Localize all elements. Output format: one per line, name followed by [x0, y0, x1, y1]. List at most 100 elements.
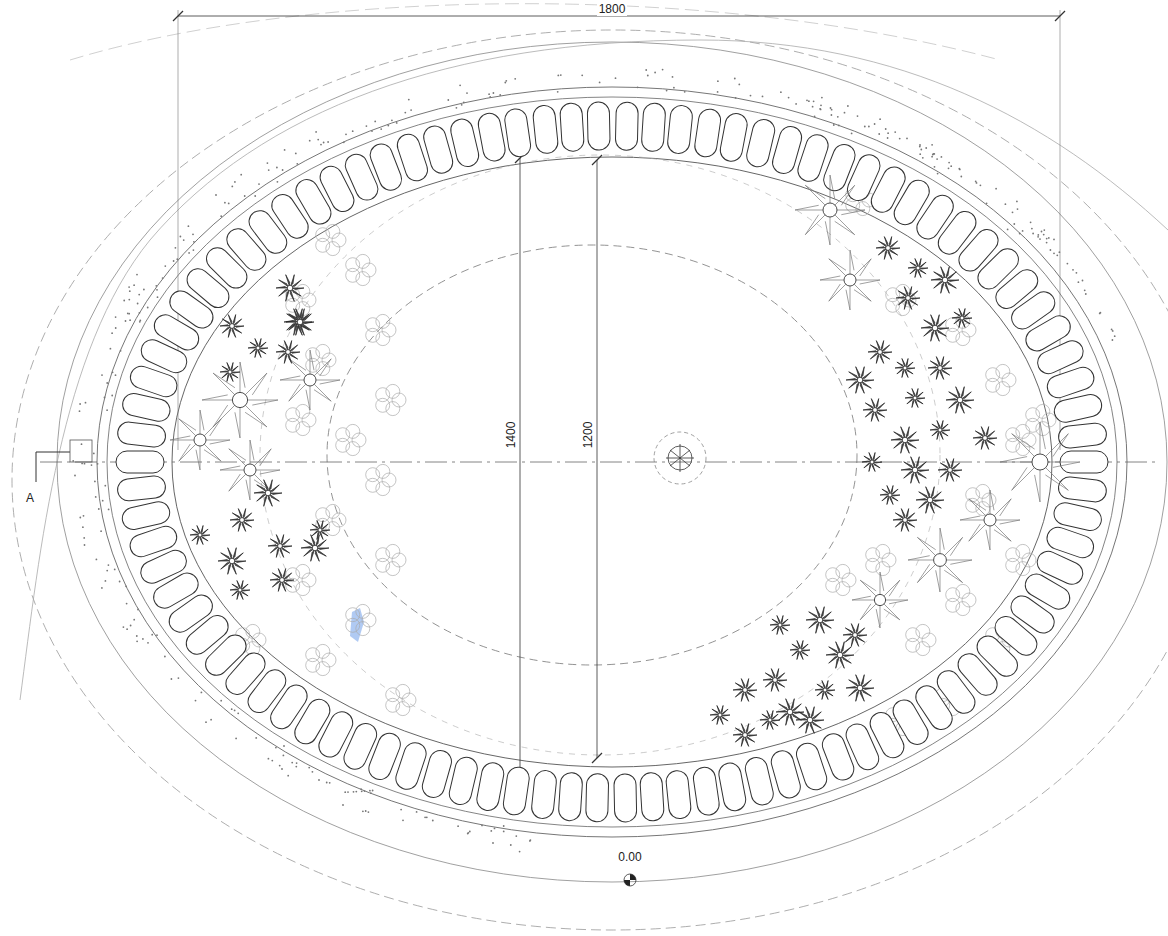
gravel-dot	[637, 86, 639, 88]
seat-block	[116, 451, 164, 473]
gravel-dot	[494, 828, 496, 830]
seat-block	[615, 102, 638, 150]
gravel-dot	[400, 809, 402, 811]
flower-centre	[229, 558, 235, 564]
flower-centre	[932, 325, 938, 331]
leaf	[286, 568, 300, 582]
petal	[946, 387, 974, 414]
gravel-dot	[717, 91, 719, 93]
gravel-dot	[1084, 289, 1086, 291]
petal	[733, 724, 757, 747]
flower-symbol	[710, 706, 730, 725]
flower-symbol	[895, 359, 915, 378]
gravel-dot	[931, 144, 933, 146]
dimension-tick	[592, 753, 602, 763]
flower-symbol	[218, 548, 246, 575]
leaf	[1036, 422, 1050, 436]
gravel-dot	[279, 765, 281, 767]
gravel-dot	[281, 768, 283, 770]
leaf	[1006, 548, 1020, 562]
gravel-dot	[342, 804, 344, 806]
gravel-dot	[795, 103, 797, 105]
leaf	[326, 224, 340, 238]
gravel-dot	[504, 82, 506, 84]
gravel-dot	[93, 453, 95, 455]
gravel-dot	[228, 203, 230, 205]
leaf	[886, 298, 900, 312]
gravel-dot	[503, 831, 505, 833]
gravel-dot	[1053, 252, 1055, 254]
gravel-dot	[735, 97, 737, 99]
gravel-dot	[1082, 280, 1084, 282]
gravel-dot	[416, 811, 418, 813]
leaf	[296, 284, 310, 298]
flower-symbol	[931, 267, 959, 294]
petal	[973, 427, 997, 450]
seat-block	[449, 117, 481, 169]
gravel-dot	[267, 162, 269, 164]
gravel-dot	[380, 128, 382, 130]
gravel-dot	[115, 327, 117, 329]
leaf	[376, 398, 390, 412]
leaf	[906, 638, 920, 652]
gravel-dot	[277, 181, 279, 183]
flower-centre	[916, 266, 920, 270]
gravel-dot	[831, 114, 833, 116]
gravel-dot	[315, 131, 317, 133]
gravel-dot	[81, 463, 83, 465]
gravel-dot	[1112, 330, 1114, 332]
leaf	[386, 544, 400, 558]
flower-symbol	[846, 675, 874, 702]
leaf	[366, 318, 380, 332]
petal	[310, 521, 330, 540]
gravel-dot	[717, 80, 719, 82]
gravel-dot	[461, 104, 463, 106]
leaf	[1006, 558, 1020, 572]
petal	[790, 641, 810, 660]
gravel-dot	[1059, 251, 1061, 253]
leaf	[316, 228, 330, 242]
flower-symbol	[254, 480, 282, 507]
gravel-dot	[123, 626, 125, 628]
leaf	[306, 658, 320, 672]
gravel-dot	[919, 144, 921, 146]
seat-block	[1057, 476, 1107, 503]
gravel-dot	[234, 710, 236, 712]
seat-block	[692, 766, 721, 817]
flower-symbol	[220, 315, 244, 338]
leaf	[386, 698, 400, 712]
seat-block	[116, 421, 166, 448]
flower-centre	[938, 428, 942, 432]
flower-centre	[844, 274, 856, 286]
flower-centre	[888, 493, 892, 497]
flower-symbol	[928, 357, 952, 380]
leaf	[386, 402, 400, 416]
flower-centre	[942, 277, 948, 283]
groundcover	[286, 404, 316, 435]
gravel-dot	[492, 842, 494, 844]
gravel-dot	[183, 239, 185, 241]
gravel-dot	[396, 122, 398, 124]
gravel-dot	[615, 77, 617, 79]
seat-block	[120, 500, 172, 532]
leaf	[966, 498, 980, 512]
gravel-dot	[654, 72, 656, 74]
gravel-dot	[129, 290, 131, 292]
leaf	[1026, 408, 1040, 422]
leaf	[306, 348, 320, 362]
gravel-dot	[514, 78, 516, 80]
flower-symbol	[280, 350, 340, 410]
gravel-dot	[481, 825, 483, 827]
seat-block	[693, 108, 722, 159]
flower-centre	[286, 350, 291, 355]
flower-centre	[743, 733, 748, 738]
gravel-dot	[84, 463, 86, 465]
flower-symbol	[930, 421, 950, 440]
gravel-dot	[205, 721, 207, 723]
flower-centre	[798, 648, 802, 652]
dimension-label: 1200	[581, 420, 595, 451]
gravel-dot	[320, 144, 322, 146]
gravel-dot	[557, 91, 559, 93]
gravel-dot	[126, 603, 128, 605]
flower-symbol	[876, 237, 900, 260]
